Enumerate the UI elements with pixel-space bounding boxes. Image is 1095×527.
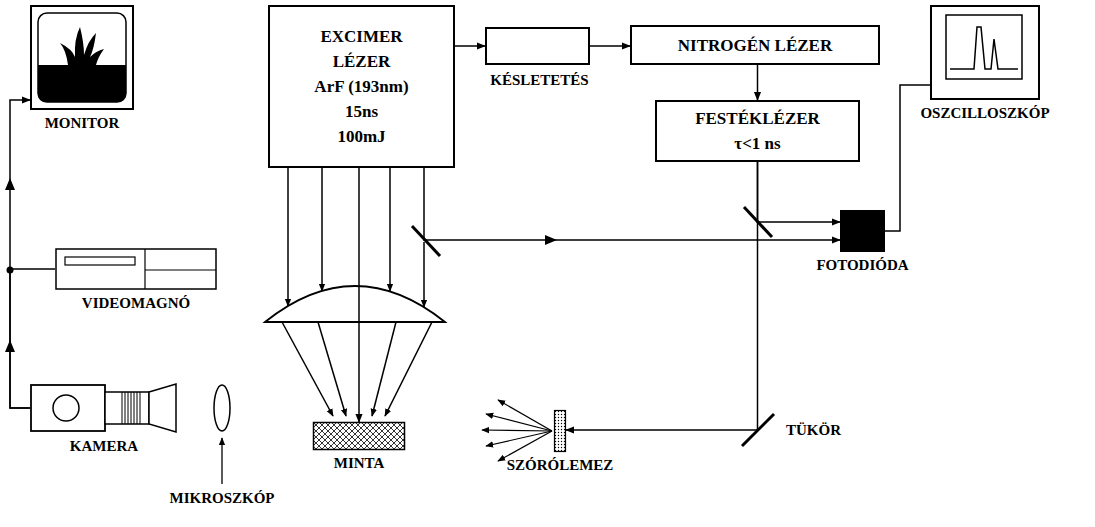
beam-connector: [566, 429, 758, 431]
beam-connector: [10, 100, 30, 408]
laser-box: EXCIMER LÉZERArF (193nm)15ns100mJ: [268, 5, 455, 168]
text-holder: FESTÉKLÉZERτ<1 ns: [657, 102, 858, 160]
beam-connector: [757, 65, 759, 100]
text-holder: OSZCILLOSZKÓP: [920, 104, 1049, 122]
node-label: MONITOR: [45, 114, 120, 132]
mirror-symbol: [740, 412, 776, 448]
delay-box: KÉSLETETÉS: [485, 27, 590, 65]
camera-symbol: [30, 383, 178, 433]
node-label: FOTODIÓDA: [816, 256, 908, 274]
node-label: KAMERA: [70, 437, 138, 455]
diffuser-plate-symbol: [554, 410, 566, 452]
text-holder: NITROGÉN LÉZER: [632, 27, 878, 63]
text-holder: TÜKÖR: [786, 421, 841, 439]
node-label: KÉSLETETÉS: [490, 71, 588, 89]
photodiode-symbol: [840, 210, 885, 252]
beam-splitter: [412, 226, 440, 256]
diffuser-plate: SZÓRÓLEMEZ: [554, 410, 566, 452]
text-holder: KAMERA: [70, 437, 138, 455]
part-label: MIKROSZKÓP: [169, 489, 274, 507]
beam-connector: [758, 162, 841, 222]
node-label: OSZCILLOSZKÓP: [920, 104, 1049, 122]
oscilloscope-symbol: [930, 5, 1040, 100]
node-label: TÜKÖR: [786, 421, 841, 439]
node-label: τ<1 ns: [734, 131, 780, 156]
laser-box: NITROGÉN LÉZER: [630, 25, 880, 65]
mirror: TÜKÖR: [740, 412, 776, 448]
node-label: MINTA: [334, 454, 385, 472]
beam-connector: [455, 45, 485, 47]
beam-direction-arrow: [5, 178, 557, 352]
sample-symbol: [313, 422, 405, 450]
monitor-symbol: [30, 5, 134, 110]
node-label: FESTÉKLÉZER: [695, 106, 820, 131]
laser-box: FESTÉKLÉZERτ<1 ns: [655, 100, 860, 162]
text-holder: MINTA: [334, 454, 385, 472]
node-label: VIDEOMAGNÓ: [82, 294, 190, 312]
text-holder: VIDEOMAGNÓ: [82, 294, 190, 312]
video-recorder: VIDEOMAGNÓ: [55, 248, 217, 290]
microscope-lens: [214, 385, 230, 431]
node-label: EXCIMER LÉZER: [307, 24, 417, 74]
beam-connector: [590, 45, 630, 47]
sample: MINTA: [313, 422, 405, 450]
beam-connector: [358, 168, 360, 422]
monitor: MONITOR: [30, 5, 134, 110]
beam-connector: [424, 168, 840, 240]
scattered-rays: [482, 400, 552, 461]
node-label: SZÓRÓLEMEZ: [507, 456, 614, 474]
text-holder: FOTODIÓDA: [816, 256, 908, 274]
text-holder: EXCIMER LÉZERArF (193nm)15ns100mJ: [270, 7, 453, 166]
video-recorder-symbol: [55, 248, 217, 290]
leader-arrow: [221, 438, 222, 484]
text-holder: SZÓRÓLEMEZ: [507, 456, 614, 474]
node-label: 100mJ: [337, 124, 385, 149]
node-label: 15ns: [345, 99, 378, 124]
camera: KAMERA: [30, 383, 178, 433]
text-holder: KÉSLETETÉS: [490, 71, 588, 89]
node-label: NITROGÉN LÉZER: [678, 33, 832, 58]
focused-rays: [282, 322, 432, 416]
node-label: ArF (193nm): [314, 74, 408, 99]
oscilloscope: OSZCILLOSZKÓP: [930, 5, 1040, 100]
photodiode: FOTODIÓDA: [840, 210, 885, 252]
focusing-lens: [265, 286, 445, 322]
text-holder: MONITOR: [45, 114, 120, 132]
